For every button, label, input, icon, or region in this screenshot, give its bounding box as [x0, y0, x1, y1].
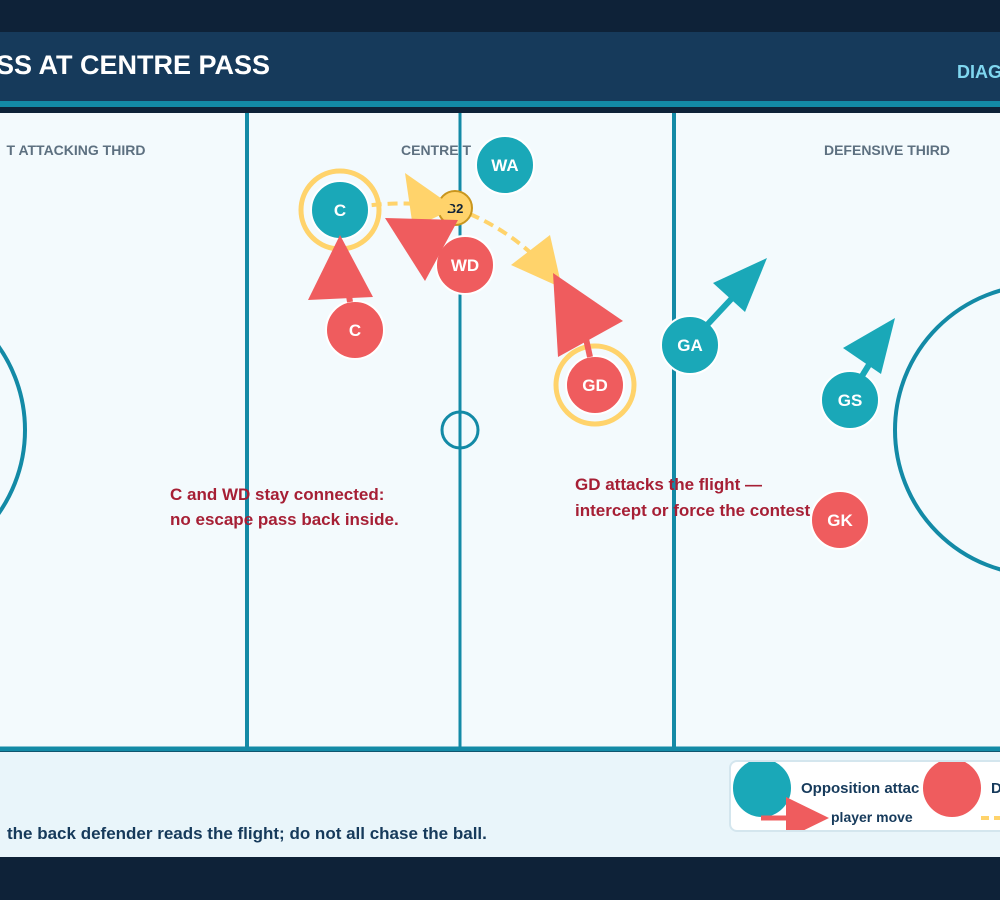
- player-c-defence: [325, 300, 385, 360]
- player-label-ga-attack: GA: [677, 336, 703, 355]
- move-arrowhead-gd-defence: [553, 273, 623, 357]
- pass-arrowhead-1: [405, 173, 455, 228]
- note-right-line-2: intercept or force the contest: [575, 501, 811, 520]
- centre-circle: [440, 410, 480, 450]
- zone-label-defensive: DEFENSIVE THIRD: [824, 142, 950, 158]
- court-surface: [0, 113, 1000, 750]
- player-gk-defence: [810, 490, 870, 550]
- legend-attack-swatch: [731, 762, 793, 819]
- diagram-label: DIAG: [957, 62, 1000, 82]
- note-right-line-1: GD attacks the flight —: [575, 475, 762, 494]
- move-arrowhead-c-defence: [308, 235, 373, 300]
- ball-label: B2: [447, 201, 464, 216]
- page-title: SS AT CENTRE PASS: [0, 50, 271, 80]
- player-label-wa-attack: WA: [491, 156, 518, 175]
- zone-label-centre: CENTRE T: [401, 142, 471, 158]
- zone-label-attacking: T ATTACKING THIRD: [7, 142, 146, 158]
- move-arrowhead-wd-defence: [385, 218, 458, 281]
- legend-defence-swatch: [921, 762, 983, 819]
- left-goal-circle: [0, 345, 27, 515]
- player-label-gd-defence: GD: [582, 376, 608, 395]
- legend-attack-label: Opposition attac: [801, 780, 920, 797]
- player-label-gs-attack: GS: [838, 391, 863, 410]
- highlight-ring-gd: [553, 343, 637, 427]
- right-goal-circle: [893, 288, 1000, 572]
- legend-move-label: player move: [831, 809, 913, 825]
- player-label-c-defence: C: [349, 321, 361, 340]
- player-ga-attack: [660, 315, 720, 375]
- player-wd-defence: [435, 235, 495, 295]
- move-line-ga-attack: [704, 292, 738, 328]
- player-gs-attack: [820, 370, 880, 430]
- legend-graphics: [731, 762, 1000, 830]
- legend-defence-label: D: [991, 780, 1000, 797]
- player-gd-defence: [565, 355, 625, 415]
- note-left-line-2: no escape pass back inside.: [170, 510, 399, 529]
- player-label-gk-defence: GK: [827, 511, 853, 530]
- move-arrowhead-gs-attack: [843, 318, 895, 374]
- footer-note: the back defender reads the flight; do n…: [7, 824, 487, 843]
- note-left-line-1: C and WD stay connected:: [170, 485, 384, 504]
- move-arrowhead-ga-attack: [713, 258, 767, 312]
- legend-move-arrowhead: [786, 797, 829, 830]
- player-wa-attack: [475, 135, 535, 195]
- legend: Opposition attac D player move: [729, 760, 1000, 832]
- pass-arrowhead-2: [511, 235, 562, 288]
- player-label-c-attack: C: [334, 201, 346, 220]
- header-bar: [0, 32, 1000, 107]
- player-label-wd-defence: WD: [451, 256, 479, 275]
